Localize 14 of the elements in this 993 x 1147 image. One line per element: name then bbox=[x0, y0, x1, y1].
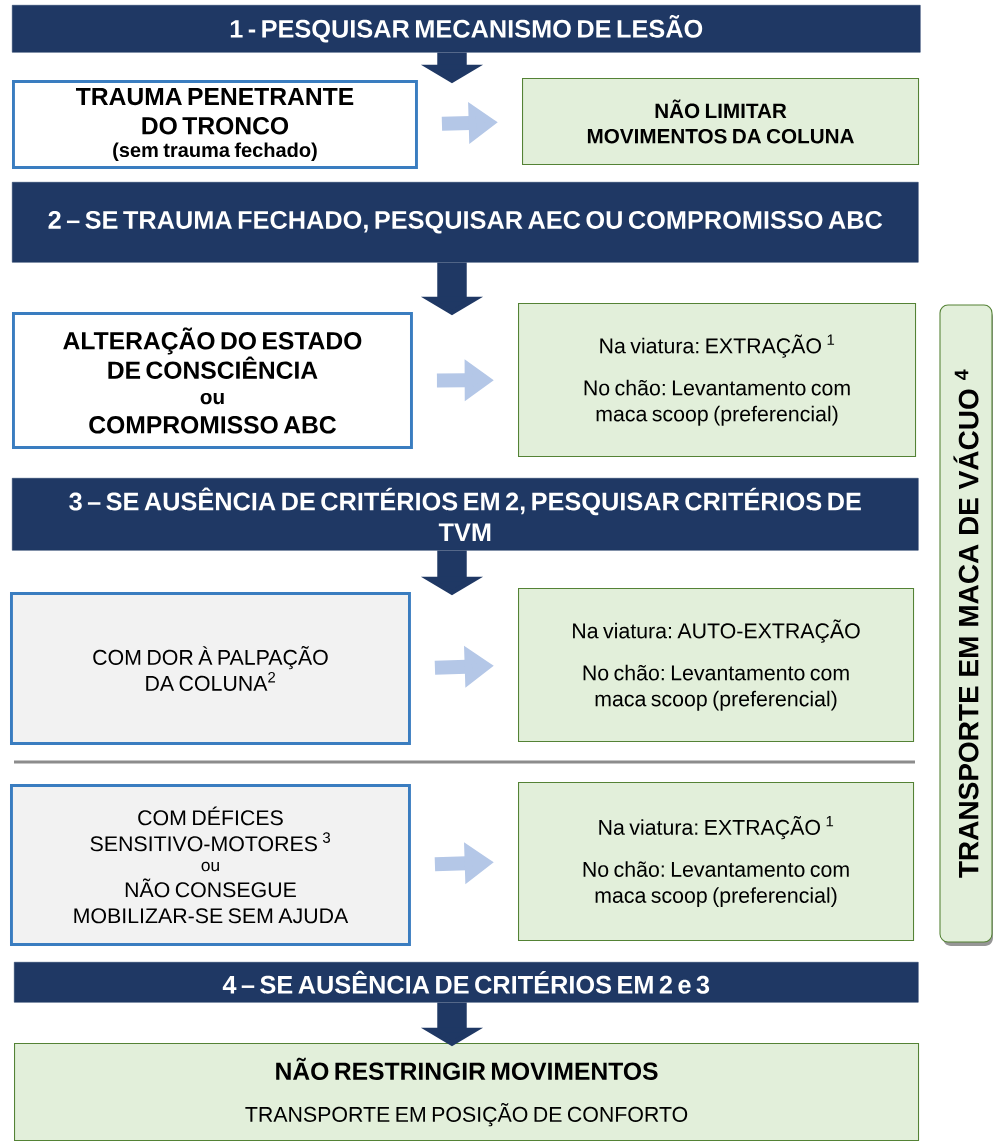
criteria-box: COM DOR À PALPAÇÃO DA COLUNA$^{2}$ bbox=[10, 592, 411, 745]
action-box: Na viatura: AUTO-EXTRAÇÃO No chão: Levantamento com maca scoop (preferencial) bbox=[518, 588, 915, 743]
header-bar: 4 – SE AUSÊNCIA DE CRITÉRIOS EM 2 e 3 bbox=[14, 962, 919, 1003]
action-box: Na viatura: EXTRAÇÃO $^{1}$ No chão: Levantamento com maca scoop (preferencial) bbox=[518, 303, 917, 458]
header-bar: 2 – SE TRAUMA FECHADO, PESQUISAR AEC OU COMPROMISSO ABC bbox=[12, 182, 919, 263]
action-box: NÃO RESTRINGIR MOVIMENTOS TRANSPORTE EM POSIÇÃO DE CONFORTO bbox=[14, 1043, 920, 1142]
criteria-box: TRAUMA PENETRANTE DO TRONCO (sem trauma fechado) bbox=[12, 80, 418, 169]
action-box: Na viatura: EXTRAÇÃO $^{1}$ No chão: Levantamento com maca scoop (preferencial) bbox=[518, 782, 915, 942]
header-bar: 3 – SE AUSÊNCIA DE CRITÉRIOS EM 2, PESQUISAR CRITÉRIOS DE TVM bbox=[12, 478, 919, 551]
criteria-box: COM DÉFICES SENSITIVO-MOTORES $^{3}$ ou NÃO CONSEGUE MOBILIZAR-SE SEM AJUDA bbox=[10, 784, 411, 946]
side-bar: TRANSPORTE EM MACA DE VÁCUO $^{4}$ bbox=[939, 304, 993, 946]
criteria-box: ALTERAÇÃO DO ESTADO DE CONSCIÊNCIA ou COMPROMISSO ABC bbox=[12, 312, 413, 449]
header-bar: 1 - PESQUISAR MECANISMO DE LESÃO bbox=[12, 5, 921, 53]
action-box: NÃO LIMITAR MOVIMENTOS DA COLUNA bbox=[522, 78, 920, 166]
